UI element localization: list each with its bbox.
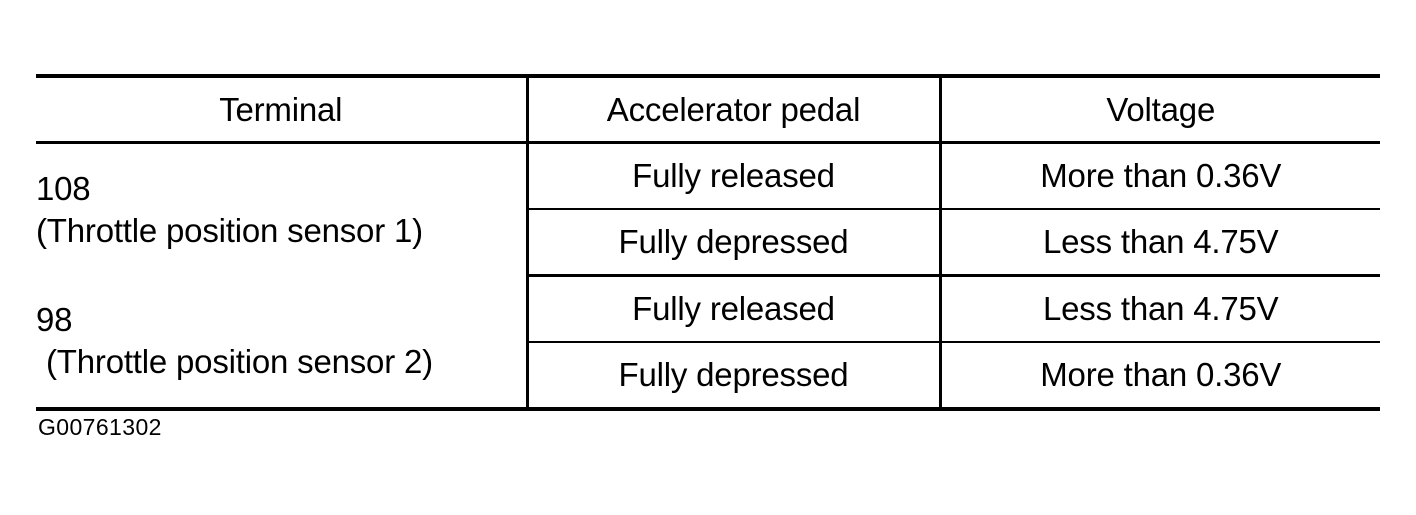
- table-row: 108 (Throttle position sensor 1) Fully r…: [36, 142, 1380, 249]
- column-header-terminal: Terminal: [36, 76, 527, 144]
- pedal-state: Fully released: [525, 142, 940, 210]
- voltage-value: Less than 4.75V: [938, 209, 1380, 277]
- table-row: Fully depressed Less than 4.75V: [36, 209, 1380, 277]
- table-row: 98 (Throttle position sensor 2) Fully re…: [36, 275, 1380, 380]
- voltage-value: More than 0.36V: [938, 142, 1380, 210]
- terminal-cell-98: 98 (Throttle position sensor 2): [36, 276, 527, 410]
- pedal-state: Fully released: [525, 275, 940, 343]
- terminal-number: 98: [36, 301, 73, 339]
- terminal-voltage-table: Terminal Accelerator pedal Voltage 108 (…: [36, 74, 1380, 411]
- column-header-accelerator-pedal: Accelerator pedal: [525, 76, 940, 144]
- spec-table-container: Terminal Accelerator pedal Voltage 108 (…: [36, 74, 1380, 411]
- pedal-state: Fully depressed: [525, 209, 940, 277]
- table-row: Fully depressed More than 0.36V: [36, 342, 1380, 409]
- terminal-name: (Throttle position sensor 2): [46, 343, 433, 381]
- column-header-voltage: Voltage: [938, 76, 1380, 144]
- voltage-value: Less than 4.75V: [938, 275, 1380, 343]
- terminal-name: (Throttle position sensor 1): [36, 211, 423, 249]
- figure-caption: G00761302: [38, 414, 162, 440]
- terminal-number: 108: [36, 169, 91, 207]
- terminal-cell-108: 108 (Throttle position sensor 1): [36, 143, 527, 276]
- table-header-row: Terminal Accelerator pedal Voltage: [36, 76, 1380, 144]
- voltage-value: More than 0.36V: [938, 342, 1380, 409]
- pedal-state: Fully depressed: [525, 342, 940, 409]
